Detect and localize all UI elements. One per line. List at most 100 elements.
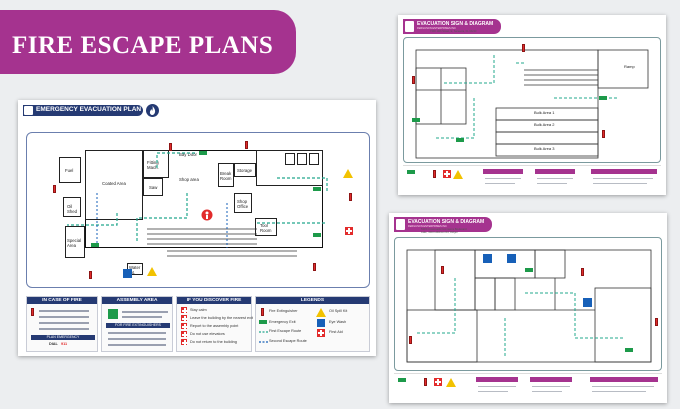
warning-icon: [453, 170, 463, 179]
eye-wash-icon: [317, 319, 325, 327]
fire-extinguisher-icon: [412, 76, 415, 84]
exit-sign-icon: [313, 187, 321, 191]
main-evacuation-plan: EMERGENCY EVACUATION PLAN Fuel Oil Shed …: [18, 100, 376, 356]
eye-wash-icon: [583, 298, 592, 307]
room-oil-shed: Oil Shed: [63, 197, 81, 217]
footer-head-3: [591, 169, 657, 174]
diagram-address: 5303 Crossroads Commerce Boulevard: [421, 228, 467, 231]
room-special-area: Special Area: [65, 226, 85, 258]
room-fuel: Fuel: [59, 157, 81, 183]
fire-extinguisher-icon: [581, 268, 584, 276]
fire-extinguisher-icon: [424, 378, 427, 386]
fire-extinguisher-icon: [53, 185, 56, 193]
room-coated-area: Coated Area: [85, 150, 143, 220]
room-break-room: Break Room: [218, 163, 234, 187]
phone-number: 911: [61, 342, 68, 346]
fire-extinguisher-icon: [89, 271, 92, 279]
floor-plan-top: Ramp Bulk Area 1 Bulk Area 2 Bulk Area 3: [403, 37, 661, 163]
step-icon: [181, 339, 188, 346]
exit-sign-icon: [199, 151, 207, 155]
floor-plan-bottom-lines: [406, 249, 652, 363]
fire-extinguisher-icon: [409, 336, 412, 344]
diagram-header: EVACUATION SIGN & DIAGRAM FERGUSON ENTER…: [403, 19, 501, 34]
fire-extinguisher-icon: [655, 318, 658, 326]
warning-icon: [147, 267, 157, 276]
diagram-footer: [394, 373, 662, 399]
room-saw: Saw: [143, 178, 163, 196]
bay-door-label: Bay Door: [179, 152, 197, 157]
fire-extinguisher-icon: [522, 44, 525, 52]
room-fitting-mach: Fitting Mach.: [143, 150, 169, 178]
plan-header-title: EMERGENCY EVACUATION PLAN: [36, 106, 142, 113]
phone-label: DIAL: [49, 342, 58, 346]
exit-sign-icon: [398, 378, 406, 382]
eye-wash-icon: [483, 254, 492, 263]
room-office-1: [285, 153, 295, 165]
fire-extinguisher-icon: [245, 141, 248, 149]
exit-sign-icon: [259, 320, 267, 324]
assembly-point-icon: [108, 309, 118, 319]
panel-assembly-area: ASSEMBLY AREA FOR FIRE EXTINGUISHERS: [101, 296, 173, 352]
panel-if-you-discover-fire: IF YOU DISCOVER FIRE Stay calm Leave the…: [176, 296, 253, 352]
step-icon: [181, 315, 188, 322]
step-icon: [181, 331, 188, 338]
first-route-icon: [259, 331, 269, 333]
fire-extinguisher-icon: [313, 263, 316, 271]
plan-header: EMERGENCY EVACUATION PLAN: [23, 105, 143, 116]
exit-sign-icon: [625, 348, 633, 352]
exit-sign-icon: [313, 233, 321, 237]
first-aid-icon: [443, 170, 451, 178]
flame-icon: [146, 104, 159, 117]
step-icon: [181, 323, 188, 330]
room-office-3: [309, 153, 319, 165]
second-route-icon: [259, 341, 269, 343]
room-tool-room: Tool Room: [255, 218, 277, 236]
warning-icon: [446, 378, 456, 387]
floor-plan-top-lines: [415, 49, 649, 159]
fire-extinguisher-icon: [349, 193, 352, 201]
running-man-icon: [405, 21, 414, 32]
room-office-2: [297, 153, 307, 165]
first-aid-icon: [434, 378, 442, 386]
diagram-footer: [403, 165, 661, 191]
diagram-address: 7400 10th Street, E, Sarasota, FL 34243: [430, 30, 477, 33]
evacuation-diagram-top: EVACUATION SIGN & DIAGRAM FERGUSON ENTER…: [398, 15, 666, 195]
exit-sign-icon: [91, 243, 99, 247]
fire-extinguisher-icon: [31, 308, 34, 316]
fire-extinguisher-icon: [602, 130, 605, 138]
shop-area-label: Shop area: [179, 177, 199, 182]
warning-icon: [343, 169, 353, 178]
diagram-address-2: Lake, 4310 Hillsboro Rd, Ridgel: [421, 231, 458, 234]
exit-sign-icon: [456, 138, 464, 142]
fire-extinguisher-icon: [169, 143, 172, 151]
first-aid-icon: [345, 227, 353, 235]
exit-sign-icon: [599, 96, 607, 100]
room-shop-office: Shop Office: [234, 193, 252, 213]
banner-title: FIRE ESCAPE PLANS: [12, 32, 274, 59]
evacuation-diagram-bottom: EVACUATION SIGN & DIAGRAM FERGUSON ENTER…: [389, 213, 667, 403]
exit-sign-icon: [412, 118, 420, 122]
fire-extinguisher-icon: [441, 266, 444, 274]
room-storage: Storage: [234, 163, 256, 177]
first-aid-icon: [317, 329, 325, 337]
running-man-icon: [396, 219, 405, 230]
diagram-header: EVACUATION SIGN & DIAGRAM FERGUSON ENTER…: [394, 217, 492, 232]
exit-sign-icon: [407, 170, 415, 174]
assembly-point-icon: [201, 209, 213, 221]
eye-wash-icon: [123, 269, 132, 278]
oil-spill-kit-icon: [316, 308, 326, 317]
exit-sign-icon: [525, 268, 533, 272]
fire-extinguisher-icon: [261, 308, 264, 316]
fire-extinguisher-icon: [433, 170, 436, 178]
step-icon: [181, 307, 188, 314]
panel-legends: LEGENDS Fire Extinguisher Emergency Exit…: [255, 296, 370, 352]
footer-head-2: [530, 377, 572, 382]
footer-head-1: [483, 169, 523, 174]
footer-head-3: [590, 377, 658, 382]
floor-plan-main: Fuel Oil Shed Coated Area Fitting Mach. …: [26, 132, 370, 288]
panel-in-case-of-fire: IN CASE OF FIRE PLAN EMERGENCY DIAL 911: [26, 296, 98, 352]
running-man-icon: [24, 106, 33, 115]
eye-wash-icon: [507, 254, 516, 263]
floor-plan-bottom: [394, 237, 662, 371]
footer-head-1: [476, 377, 518, 382]
